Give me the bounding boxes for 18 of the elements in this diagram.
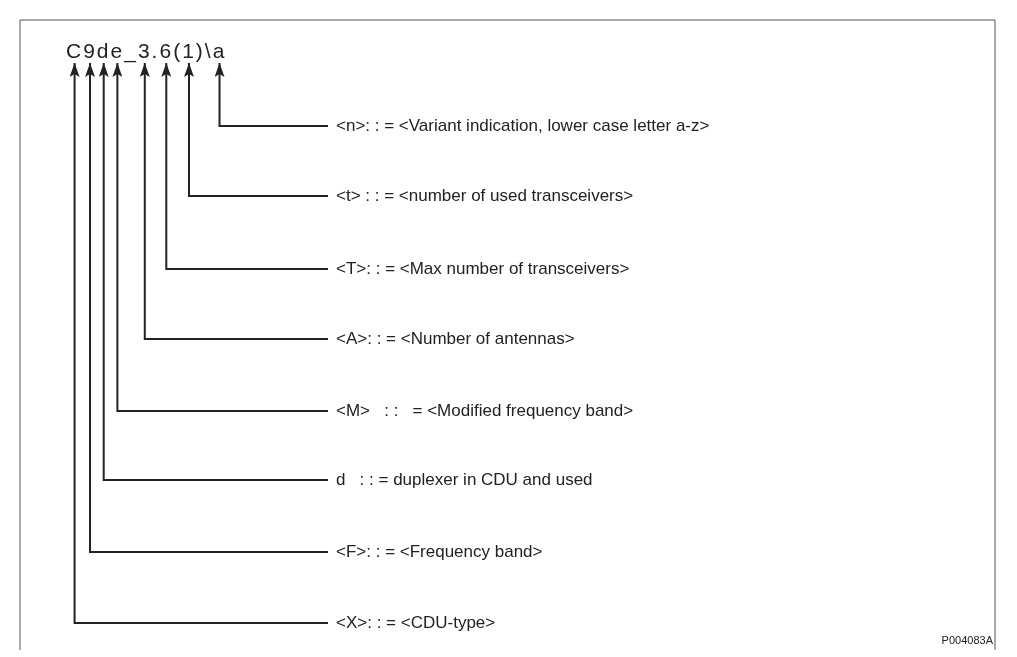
definition-text: d : : = duplexer in CDU and used	[336, 470, 593, 490]
definition-text: <F>: : = <Frequency band>	[336, 542, 543, 562]
definition-text: <T>: : = <Max number of transceivers>	[336, 259, 630, 279]
definition-text: <n>: : = <Variant indication, lower case letter a-z>	[336, 116, 710, 136]
leader-arrow	[184, 62, 329, 197]
leader-arrow	[139, 62, 329, 340]
leader-arrow	[161, 62, 329, 270]
leader-arrow	[112, 62, 329, 412]
leader-arrow	[214, 62, 329, 127]
leader-arrow	[98, 62, 329, 481]
definition-text: <X>: : = <CDU-type>	[336, 613, 496, 633]
definition-text: <t> : : = <number of used transceivers>	[336, 186, 634, 206]
leader-arrow	[85, 62, 329, 553]
leader-arrow	[69, 62, 329, 624]
definition-text: <A>: : = <Number of antennas>	[336, 329, 575, 349]
code-string: C9de_3.6(1)\a	[66, 39, 227, 63]
figure-id: P004083A	[941, 634, 993, 646]
definition-text: <M> : : = <Modified frequency band>	[336, 401, 634, 421]
